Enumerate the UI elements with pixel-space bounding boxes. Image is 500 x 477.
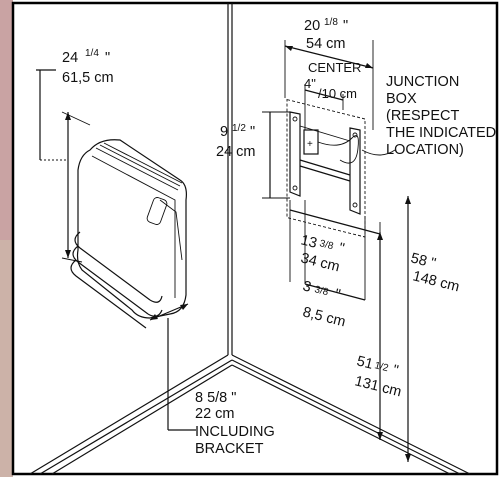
center-label: CENTER: [308, 60, 361, 75]
width-in: 20: [304, 18, 320, 34]
span-in-mark: ": [337, 240, 346, 257]
offset-in: 3: [301, 278, 313, 295]
bracket-height-dimension: [262, 111, 290, 199]
width-in-frac: 1/8: [324, 17, 338, 28]
junction-line-1: JUNCTION: [386, 74, 459, 90]
junction-line-3: (RESPECT: [386, 108, 459, 124]
width-in-mark: ": [343, 18, 348, 34]
bracket-height-in-mark: ": [250, 124, 255, 140]
depth-in: 8 5/8 ": [195, 390, 236, 406]
room-corner: [29, 3, 471, 475]
offset-in-frac: 3/8: [313, 284, 330, 298]
mounting-bracket: +: [286, 98, 396, 238]
heater-height-cm: 61,5 cm: [62, 70, 114, 86]
depth-cm: 22 cm: [195, 406, 235, 422]
width-cm: 54 cm: [306, 36, 346, 52]
floor-low-in-frac: 1/2: [373, 360, 390, 374]
junction-line-4: THE INDICATED: [386, 125, 496, 141]
depth-bracket: BRACKET: [195, 441, 264, 457]
span-in-frac: 3/8: [318, 238, 335, 252]
svg-text:+: +: [307, 139, 313, 150]
bracket-height-cm: 24 cm: [216, 144, 256, 160]
center-in: 4": [304, 76, 316, 91]
heater-height-dimension: [36, 69, 91, 263]
junction-line-5: LOCATION): [386, 142, 464, 158]
depth-dimension: [149, 303, 196, 431]
frame-border: [11, 1, 499, 476]
floor-low-in-mark: ": [391, 362, 400, 379]
heater-height-in: 24: [62, 50, 78, 66]
floor-low-in: 51: [355, 353, 375, 372]
floor-top-in: 58 ": [409, 250, 437, 272]
heater-height-in-mark: ": [105, 50, 110, 66]
span-in: 13: [299, 232, 319, 251]
center-cm: /10 cm: [318, 86, 357, 101]
heater-height-in-frac: 1/4: [85, 48, 99, 59]
left-photo-strip-top: [0, 0, 13, 240]
junction-line-2: BOX: [386, 91, 417, 107]
width-dimension: [284, 40, 374, 130]
junction-label: JUNCTION BOX (RESPECT THE INDICATED LOCA…: [386, 74, 496, 158]
center-dimension: [304, 84, 344, 130]
floor-height-dimensions: [377, 196, 411, 462]
offset-in-mark: ": [333, 286, 342, 303]
bracket-height-in-frac: 1/2: [232, 123, 246, 134]
bracket-height-in: 9: [220, 124, 228, 140]
depth-including: INCLUDING: [195, 424, 275, 440]
